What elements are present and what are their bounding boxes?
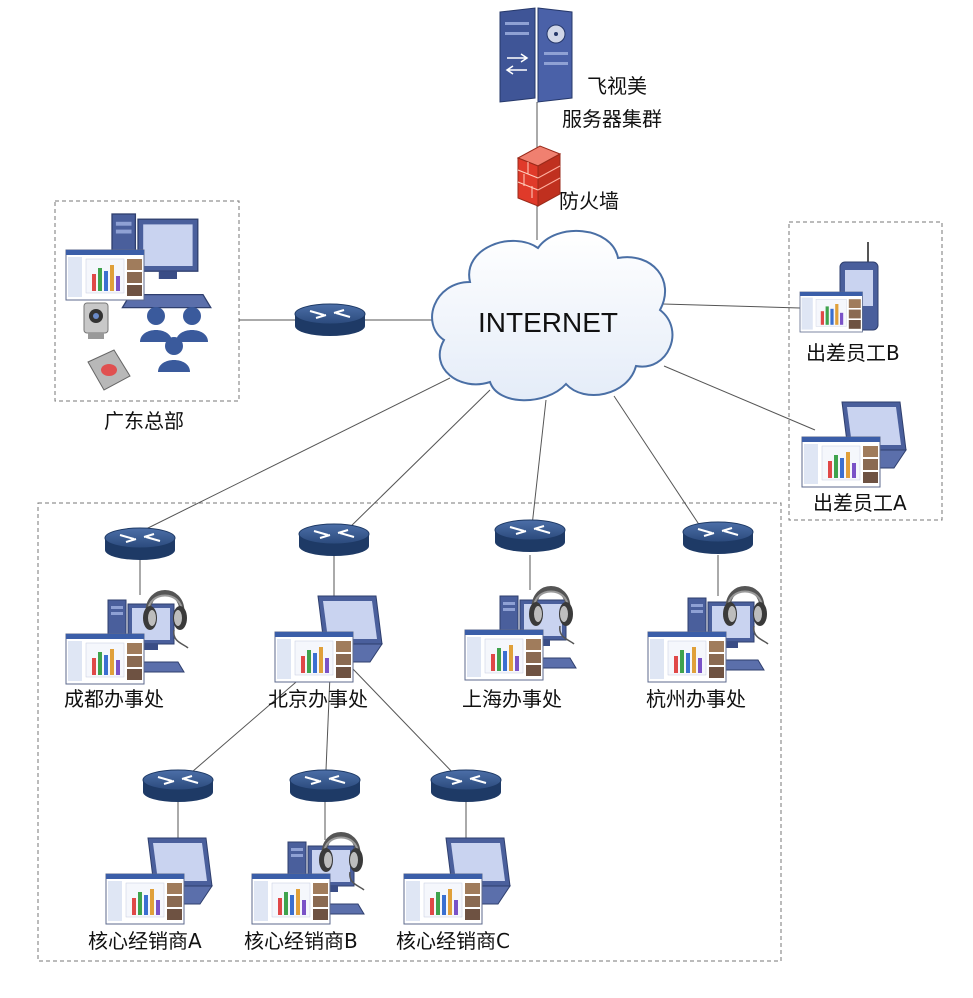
- beijing-label: 北京办事处: [268, 687, 368, 711]
- shanghai-label: 上海办事处: [462, 687, 562, 711]
- dealer-c-app-screen: [403, 873, 483, 925]
- firewall-label: 防火墙: [559, 189, 619, 213]
- beijing-router-icon: [298, 523, 370, 557]
- firewall-icon: [516, 145, 562, 207]
- internet-cloud-icon: [431, 229, 674, 402]
- dealer-a-app-screen: [105, 873, 185, 925]
- hangzhou-app-screen: [647, 631, 727, 683]
- branch-group-box: [37, 502, 782, 962]
- traveler-b-label: 出差员工B: [806, 341, 900, 365]
- hq-users-icon: [140, 307, 208, 372]
- traveler-a-app-screen: [801, 436, 881, 488]
- hq-camera-icon: [83, 302, 109, 339]
- traveler-b-app-screen: [799, 291, 863, 333]
- guangdong-hq-label: 广东总部: [104, 409, 184, 433]
- hq-group-box: [54, 200, 240, 402]
- hq-app-screen: [65, 249, 145, 301]
- traveler-group-box: [788, 221, 943, 521]
- dealer-c-label: 核心经销商C: [396, 929, 510, 953]
- shanghai-router-icon: [494, 519, 566, 553]
- internet-label: INTERNET: [478, 307, 618, 338]
- hangzhou-router-icon: [682, 521, 754, 555]
- dealer-b-label: 核心经销商B: [244, 929, 358, 953]
- dealer-c-router-icon: [430, 769, 502, 803]
- chengdu-router-icon: [104, 527, 176, 561]
- connections: [139, 102, 816, 840]
- dealer-b-router-icon: [289, 769, 361, 803]
- traveler-a-label: 出差员工A: [813, 491, 907, 515]
- dealer-a-router-icon: [142, 769, 214, 803]
- server-cluster-icon: [499, 7, 573, 103]
- server-cluster-label-line1: 飞视美: [587, 74, 647, 98]
- hq-router-icon: [294, 303, 366, 337]
- shanghai-app-screen: [464, 629, 544, 681]
- hangzhou-label: 杭州办事处: [646, 687, 746, 711]
- dealer-b-app-screen: [251, 873, 331, 925]
- chengdu-label: 成都办事处: [64, 687, 164, 711]
- chengdu-app-screen: [65, 633, 145, 685]
- server-cluster-label-line2: 服务器集群: [562, 107, 662, 131]
- dealer-a-label: 核心经销商A: [88, 929, 202, 953]
- hq-fingerprint-scanner-icon: [87, 349, 131, 391]
- beijing-app-screen: [274, 631, 354, 683]
